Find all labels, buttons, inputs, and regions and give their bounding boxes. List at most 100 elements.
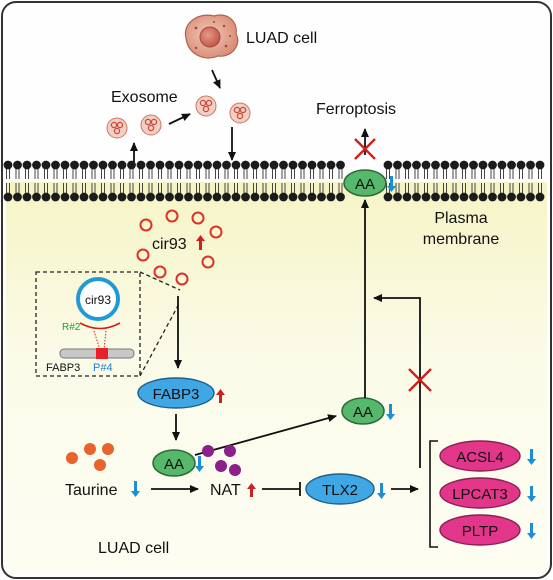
phospholipid-head	[469, 192, 478, 202]
phospholipid-head	[497, 192, 507, 202]
phospholipid-head	[393, 160, 402, 170]
phospholipid-head	[79, 192, 89, 202]
phospholipid-head	[146, 192, 155, 202]
pltp-label: PLTP	[462, 523, 498, 540]
phospholipid-head	[117, 192, 127, 202]
phospholipid-head	[32, 160, 41, 170]
phospholipid-head	[70, 160, 79, 170]
phospholipid-head	[526, 160, 535, 170]
phospholipid-head	[516, 160, 526, 170]
luad-cell-top-label: LUAD cell	[246, 30, 317, 47]
phospholipid-head	[459, 160, 469, 170]
nat-molecules	[202, 445, 241, 476]
phospholipid-head	[535, 192, 545, 202]
taurine-label: Taurine	[65, 482, 118, 499]
phospholipid-head	[231, 192, 241, 202]
phospholipid-head	[32, 192, 41, 202]
taurine-molecules	[66, 443, 114, 471]
exosome-release-arrow	[168, 113, 191, 125]
phospholipid-head	[412, 160, 421, 170]
phospholipid-head	[279, 160, 288, 170]
phospholipid-head	[184, 160, 193, 170]
phospholipid-head	[260, 192, 269, 202]
phospholipid-head	[108, 160, 117, 170]
lpcat3-label: LPCAT3	[452, 486, 508, 503]
phospholipid-head	[250, 192, 260, 202]
phospholipid-head	[459, 192, 469, 202]
phospholipid-head	[98, 192, 108, 202]
genes-to-aa-path	[373, 294, 421, 468]
phospholipid-head	[203, 160, 212, 170]
phospholipid-head	[98, 160, 108, 170]
pltp-node	[439, 514, 521, 546]
ferroptosis-label: Ferroptosis	[316, 101, 396, 118]
phospholipid-head	[440, 192, 450, 202]
phospholipid-head	[79, 160, 89, 170]
phospholipid-head	[127, 192, 136, 202]
inset-fabp3-label: FABP3	[46, 362, 80, 374]
phospholipid-head	[155, 160, 165, 170]
phospholipid-head	[41, 160, 51, 170]
phospholipid-head	[127, 160, 136, 170]
luad-cell-bottom-label: LUAD cell	[98, 540, 169, 557]
nat-label: NAT	[210, 482, 241, 499]
phospholipid-head	[146, 160, 155, 170]
phospholipid-head	[488, 192, 497, 202]
phospholipid-head	[440, 160, 450, 170]
plasma-membrane-label-2: membrane	[423, 231, 500, 248]
phospholipid-head	[412, 192, 421, 202]
inset-binding-line-1	[93, 330, 101, 351]
inset-cir93-label: cir93	[85, 293, 111, 307]
phospholipid-head	[326, 192, 336, 202]
phospholipid-head	[203, 192, 212, 202]
binding-inset-box	[35, 271, 141, 377]
aa-lower-to-aa-middle-arrow	[194, 414, 337, 456]
phospholipid-head	[136, 192, 146, 202]
phospholipid-head	[212, 192, 222, 202]
phospholipid-head	[317, 160, 326, 170]
pltp-down-arrow	[527, 523, 536, 539]
phospholipid-head	[155, 192, 165, 202]
ferroptosis-blocked-cross	[354, 138, 376, 160]
lpcat3-down-arrow	[527, 486, 536, 502]
phospholipid-head	[450, 160, 459, 170]
aa-membrane-down-arrow	[387, 176, 396, 192]
taurine-down-arrow	[131, 481, 140, 497]
phospholipid-head	[193, 192, 203, 202]
phospholipid-head	[469, 160, 478, 170]
phospholipid-head	[507, 192, 516, 202]
plasma-membrane-label-1: Plasma	[434, 210, 487, 227]
aa-middle-node	[341, 397, 385, 425]
phospholipid-head	[70, 192, 79, 202]
inset-cir93-ring	[76, 277, 120, 321]
inset-p4-site	[96, 348, 108, 359]
phospholipid-head	[307, 192, 317, 202]
phospholipid-head	[60, 160, 70, 170]
phospholipid-head	[383, 192, 393, 202]
inset-connector-bottom	[139, 301, 181, 377]
phospholipid-head	[222, 160, 231, 170]
phospholipid-head	[174, 192, 184, 202]
phospholipid-head	[336, 160, 345, 170]
phospholipid-head	[421, 192, 431, 202]
phospholipid-head	[516, 192, 526, 202]
phospholipid-head	[51, 160, 60, 170]
inset-binding-arc	[79, 322, 121, 330]
fabp3-node	[137, 377, 215, 409]
phospholipid-head	[250, 160, 260, 170]
exosome-4	[229, 102, 251, 124]
phospholipid-head	[22, 160, 32, 170]
nat-up-arrow	[247, 483, 256, 497]
phospholipid-head	[488, 160, 497, 170]
phospholipid-head	[497, 160, 507, 170]
phospholipid-head	[269, 160, 279, 170]
aa-middle-down-arrow	[386, 404, 395, 420]
lpcat3-node	[439, 477, 521, 509]
phospholipid-head	[269, 192, 279, 202]
phospholipid-head	[298, 192, 307, 202]
phospholipid-head	[241, 160, 250, 170]
phospholipid-head	[89, 192, 98, 202]
lipid-bilayer	[3, 160, 545, 202]
fabp3-up-arrow	[216, 389, 225, 403]
